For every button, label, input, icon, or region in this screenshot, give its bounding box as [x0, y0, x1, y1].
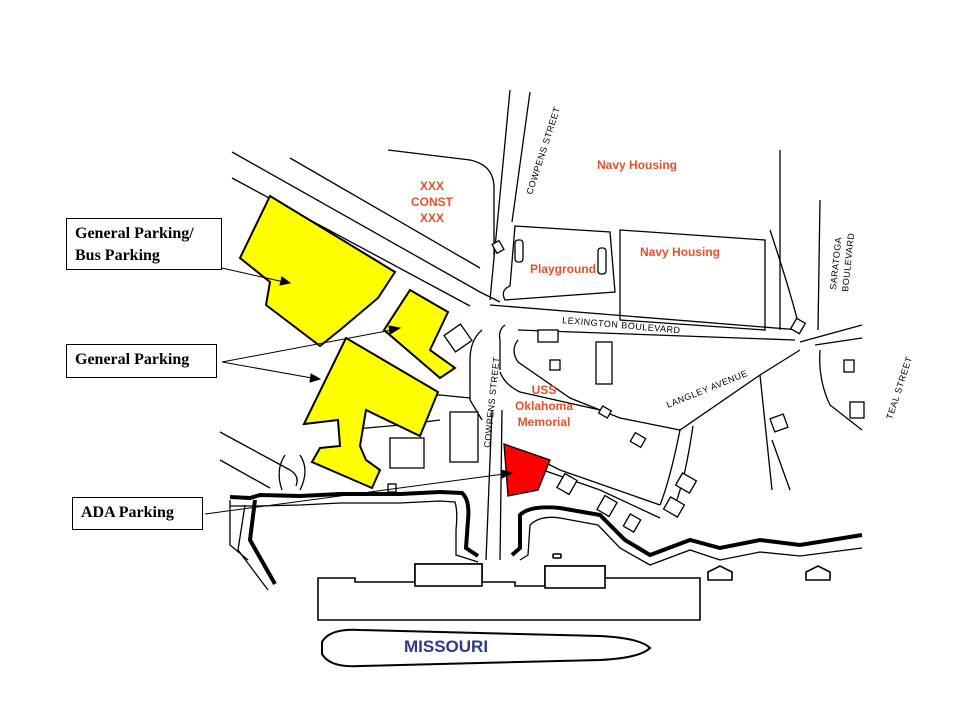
ada-parking-lot — [503, 443, 551, 497]
missouri-ship-label: MISSOURI — [404, 637, 488, 656]
construction-label-line3: XXX — [420, 211, 444, 225]
general-parking-lots — [238, 194, 457, 490]
playground-area — [502, 225, 766, 331]
dock — [317, 553, 831, 621]
bus-parking-lot — [238, 194, 397, 348]
memorial-label-line1: USS — [532, 383, 557, 397]
general-parking-callout: General Parking — [66, 344, 217, 378]
ada-parking-callout-label: ADA Parking — [81, 504, 174, 521]
bus-parking-callout: General Parking/ Bus Parking — [66, 218, 222, 270]
memorial-label-line2: Oklahoma — [515, 399, 573, 413]
general-parking-lot-upper — [382, 288, 457, 380]
road-network — [219, 89, 863, 561]
bus-parking-callout-line1: General Parking/ — [75, 225, 194, 242]
construction-label-line2: CONST — [411, 195, 454, 209]
construction-label-line1: XXX — [420, 179, 444, 193]
missouri-ship-outline — [321, 628, 652, 668]
map-labels: XXX CONST XXX Navy Housing Navy Housing … — [404, 158, 720, 656]
ada-parking-callout: ADA Parking — [72, 497, 203, 530]
callout-arrows — [204, 267, 514, 515]
langley-avenue-label: LANGLEY AVENUE — [665, 368, 749, 410]
navy-housing-north-label: Navy Housing — [597, 158, 677, 172]
teal-street-label: TEAL STREET — [884, 355, 914, 421]
general-parking-callout-label: General Parking — [75, 351, 190, 368]
cowpens-street-north-label: COWPENS STREET — [524, 105, 562, 195]
bus-parking-callout-line2: Bus Parking — [75, 247, 160, 264]
playground-label: Playground — [530, 262, 596, 276]
general-parking-lot-main — [302, 336, 440, 490]
memorial-label-line3: Memorial — [518, 415, 571, 429]
navy-housing-east-label: Navy Housing — [640, 245, 720, 259]
cowpens-street-south-label: COWPENS STREET — [482, 356, 502, 448]
shoreline — [229, 489, 863, 591]
buildings — [387, 239, 865, 533]
